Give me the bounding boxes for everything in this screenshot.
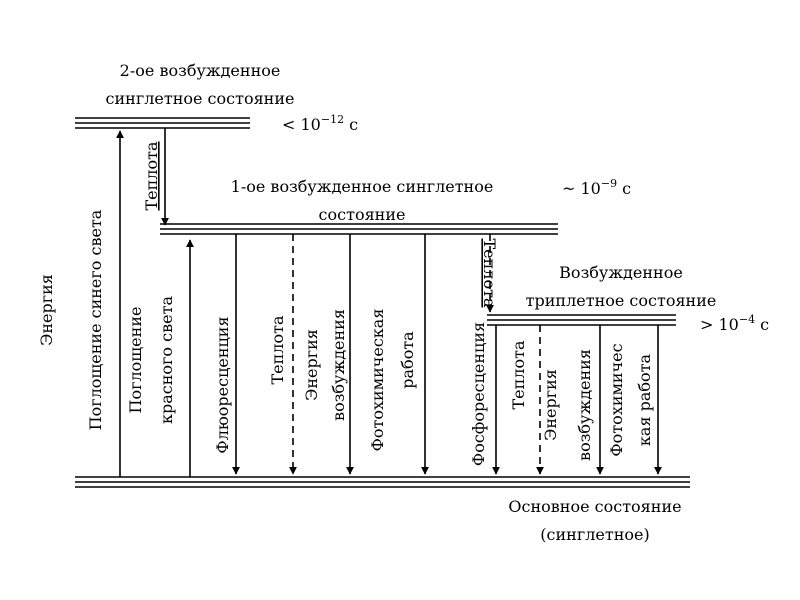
- s2-label-line1: 2-ое возбужденное: [120, 61, 281, 80]
- t1-lifetime-exp: −4: [739, 313, 755, 326]
- s2-lifetime-prefix: < 10: [282, 115, 321, 134]
- s1-lifetime-prefix: ~ 10: [562, 179, 601, 198]
- label-absorption-blue: Поглощение синего света: [86, 209, 105, 430]
- label-excitation-energy-s1-line2: возбуждения: [329, 309, 348, 421]
- s1-lifetime: ~ 10−9 с: [562, 177, 631, 198]
- label-photochem-s1-line2: работа: [398, 331, 417, 389]
- label-photochem-s1-line1: Фотохимическая: [368, 309, 387, 452]
- level-s1: [160, 223, 558, 235]
- label-absorption-red-line2: красного света: [157, 296, 176, 424]
- t1-lifetime-prefix: > 10: [700, 315, 739, 334]
- level-s0: [75, 476, 690, 488]
- t1-label-line1: Возбужденное: [559, 263, 683, 282]
- t1-label-line2: триплетное состояние: [526, 291, 717, 310]
- label-heat-s2-s1: Теплота: [142, 141, 161, 210]
- label-heat-t1-s0: Теплота: [509, 340, 528, 409]
- level-s2: [75, 117, 250, 129]
- energy-axis-label: Энергия: [37, 274, 56, 346]
- label-excitation-energy-t1-line2: возбуждения: [575, 349, 594, 461]
- label-phosphorescence: Фосфоресценция: [469, 322, 488, 466]
- t1-lifetime: > 10−4 с: [700, 313, 769, 334]
- label-heat-s1-s0: Теплота: [268, 315, 287, 384]
- s1-lifetime-unit: с: [617, 179, 631, 198]
- s2-label-line2: синглетное состояние: [106, 89, 295, 108]
- s1-lifetime-exp: −9: [601, 177, 617, 190]
- label-photochem-t1-line2: кая работа: [635, 353, 654, 446]
- s0-label-line1: Основное состояние: [508, 497, 681, 516]
- label-absorption-red-line1: Поглощение: [126, 307, 145, 414]
- label-photochem-t1-line1: Фотохимичес: [607, 343, 626, 456]
- label-excitation-energy-t1-line1: Энергия: [541, 369, 560, 441]
- label-excitation-energy-s1-line1: Энергия: [302, 329, 321, 401]
- s2-lifetime-exp: −12: [321, 113, 344, 126]
- level-t1: [487, 314, 676, 326]
- s1-label-line1: 1-ое возбужденное синглетное: [231, 177, 494, 196]
- label-heat-s1-t1: Теплота: [480, 239, 499, 308]
- label-fluorescence: Флюоресценция: [213, 316, 232, 453]
- s2-lifetime: < 10−12 с: [282, 113, 358, 134]
- s0-label-line2: (синглетное): [540, 525, 649, 544]
- s1-label-line2: состояние: [319, 205, 406, 224]
- s2-lifetime-unit: с: [344, 115, 358, 134]
- t1-lifetime-unit: с: [755, 315, 769, 334]
